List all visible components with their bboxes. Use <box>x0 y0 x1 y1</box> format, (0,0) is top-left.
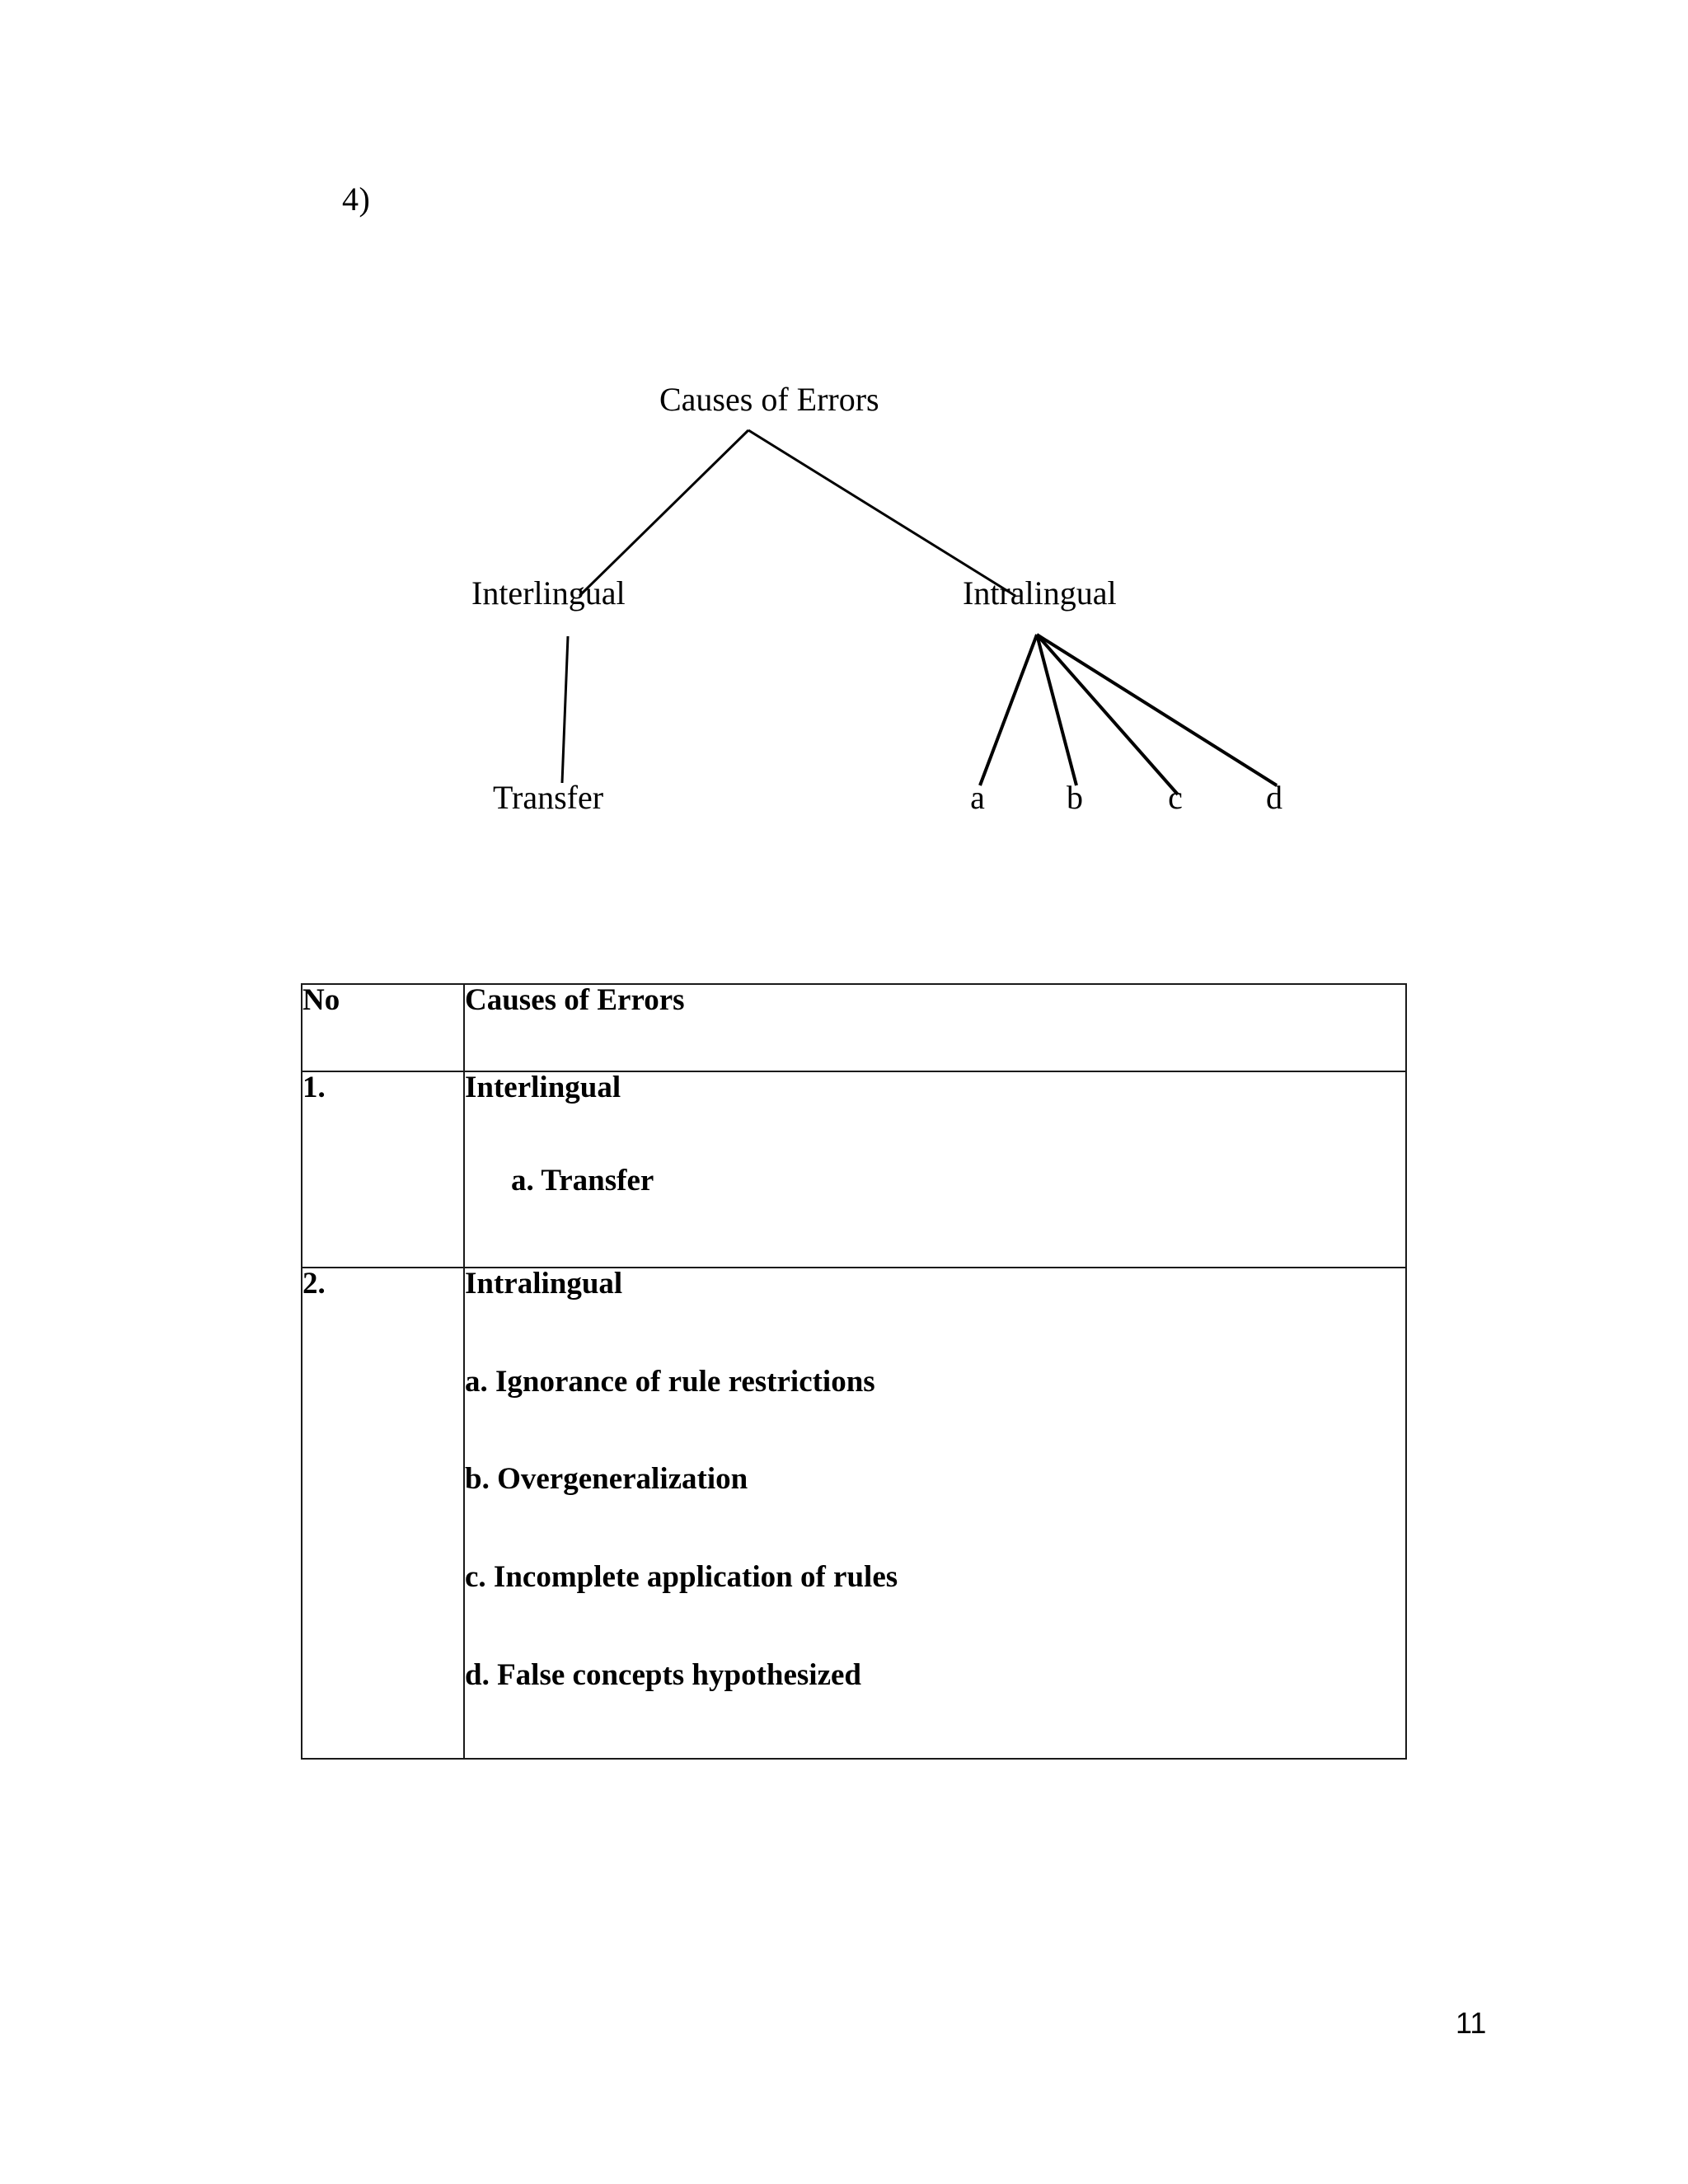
table-header-causes-label: Causes of Errors <box>465 983 685 1017</box>
row-2-spacer-2 <box>465 1398 1405 1464</box>
tree-leaf-transfer: Transfer <box>493 779 604 816</box>
row-2-content-cell: Intralingual a. Ignorance of rule restri… <box>463 1266 1407 1760</box>
row-1-number-cell: 1. <box>301 1071 465 1268</box>
row-1-number: 1. <box>302 1071 326 1104</box>
tree-node-root: Causes of Errors <box>659 381 879 418</box>
tree-leaf-d: d <box>1266 779 1282 816</box>
list-item-marker: 4) <box>342 180 371 218</box>
tree-node-interlingual: Interlingual <box>471 574 626 612</box>
row-2-number: 2. <box>302 1266 326 1301</box>
tree-leaf-b: b <box>1067 779 1083 816</box>
row-2-number-cell: 2. <box>301 1266 465 1760</box>
row-2-title: Intralingual <box>465 1266 623 1301</box>
table-row: 1. Interlingual a. Transfer <box>301 1071 1407 1268</box>
tree-connector-lines <box>560 429 1278 796</box>
tree-leaf-a: a <box>970 779 985 816</box>
row-2-bottom-spacer <box>465 1692 1405 1758</box>
row-2-spacer-4 <box>465 1594 1405 1660</box>
row-1-sub-item-a: a. Transfer <box>511 1163 654 1197</box>
table-row: 2. Intralingual a. Ignorance of rule res… <box>301 1266 1407 1760</box>
tree-node-intralingual: Intralingual <box>963 574 1117 612</box>
table-header-no-label: No <box>302 983 340 1017</box>
table-header-causes: Causes of Errors <box>463 983 1407 1072</box>
tree-leaf-c: c <box>1168 779 1183 816</box>
causes-of-errors-table: No Causes of Errors 1. Interlingual a. T… <box>301 983 1407 1760</box>
table-header-row: No Causes of Errors <box>301 983 1407 1072</box>
row-1-content-cell: Interlingual a. Transfer <box>463 1071 1407 1268</box>
row-2-sub-item-d: d. False concepts hypothesized <box>465 1658 861 1693</box>
page-number: 11 <box>1456 2006 1487 2040</box>
row-2-sub-item-c: c. Incomplete application of rules <box>465 1560 898 1595</box>
row-2-spacer-1 <box>465 1301 1405 1366</box>
row-1-bottom-spacer <box>465 1197 1405 1267</box>
row-2-sub-item-a: a. Ignorance of rule restrictions <box>465 1364 875 1399</box>
row-1-spacer <box>465 1104 1405 1165</box>
causes-of-errors-tree-diagram: Causes of Errors Interlingual Intralingu… <box>0 0 1688 907</box>
table-header-no: No <box>301 983 465 1072</box>
row-1-title: Interlingual <box>465 1071 621 1104</box>
row-2-spacer-3 <box>465 1496 1405 1562</box>
row-2-sub-item-b: b. Overgeneralization <box>465 1462 748 1497</box>
